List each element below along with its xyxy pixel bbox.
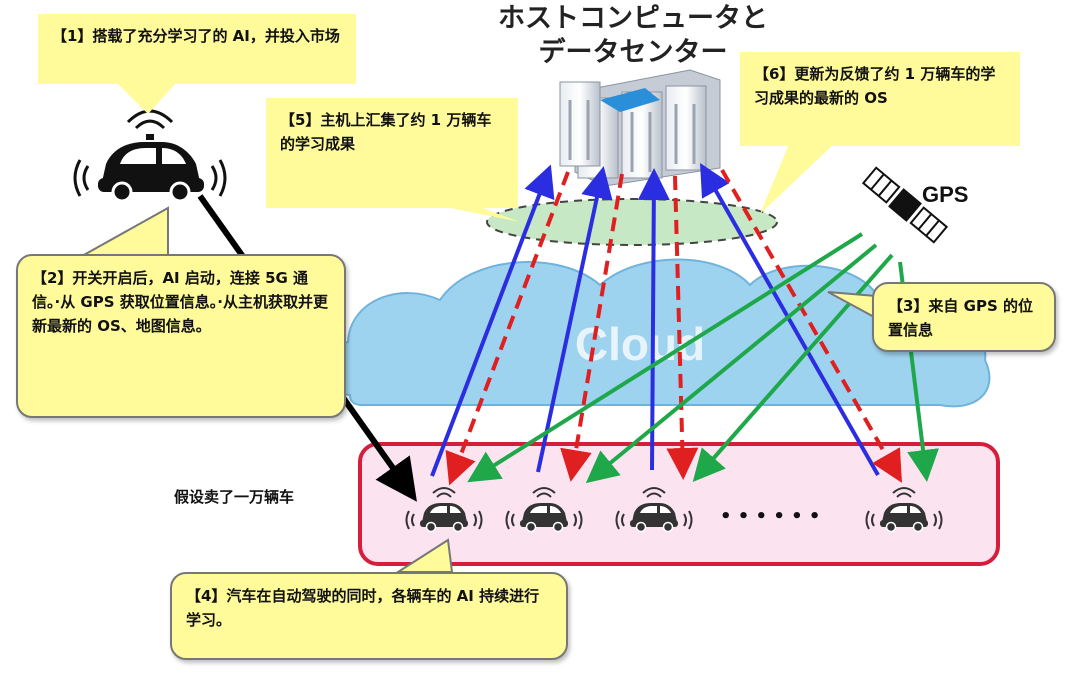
callout-5-tail xyxy=(430,204,520,222)
autonomous-car-icon xyxy=(73,109,227,203)
fleet-car-icon xyxy=(405,487,483,533)
gps-arrows xyxy=(467,232,939,484)
data-center-title: ホストコンピュータと データセンター xyxy=(498,2,768,70)
gps-label: GPS xyxy=(922,182,968,207)
callout-1-tail xyxy=(118,84,175,114)
fleet-label: 假设卖了一万辆车 xyxy=(174,488,295,506)
fleet-cars xyxy=(405,487,943,533)
fleet-car-icon xyxy=(615,487,693,533)
download-arrows xyxy=(445,169,902,486)
fleet-car-icon xyxy=(865,487,943,533)
upload-arrows xyxy=(430,163,880,477)
gps-satellite-icon xyxy=(861,166,949,244)
callout-3: 【3】来自 GPS 的位置信息 xyxy=(872,282,1056,352)
callout-2-tail xyxy=(78,206,169,257)
fleet-dots: • • • • • • xyxy=(720,506,820,527)
data-center-title-line2: データセンター xyxy=(538,37,728,68)
fleet-box xyxy=(358,442,1000,566)
fleet-car-icon xyxy=(505,487,583,533)
callout-6-tail xyxy=(760,142,836,214)
callout-5: 【5】主机上汇集了约 1 万辆车的学习成果 xyxy=(266,98,518,208)
cloud-shape xyxy=(321,258,991,408)
callout-4: 【4】汽车在自动驾驶的同时，各辆车的 AI 持续进行学习。 xyxy=(170,572,568,660)
data-center-title-line1: ホストコンピュータと xyxy=(498,3,768,34)
aggregation-ellipse xyxy=(486,198,778,246)
callout-1: 【1】搭载了充分学习了的 AI，并投入市场 xyxy=(38,14,356,84)
callout-2: 【2】开关开启后，AI 启动，连接 5G 通信。·从 GPS 获取位置信息。·从… xyxy=(16,254,346,418)
callout-6: 【6】更新为反馈了约 1 万辆车的学习成果的最新的 OS xyxy=(740,52,1020,146)
data-center-servers xyxy=(559,69,721,187)
